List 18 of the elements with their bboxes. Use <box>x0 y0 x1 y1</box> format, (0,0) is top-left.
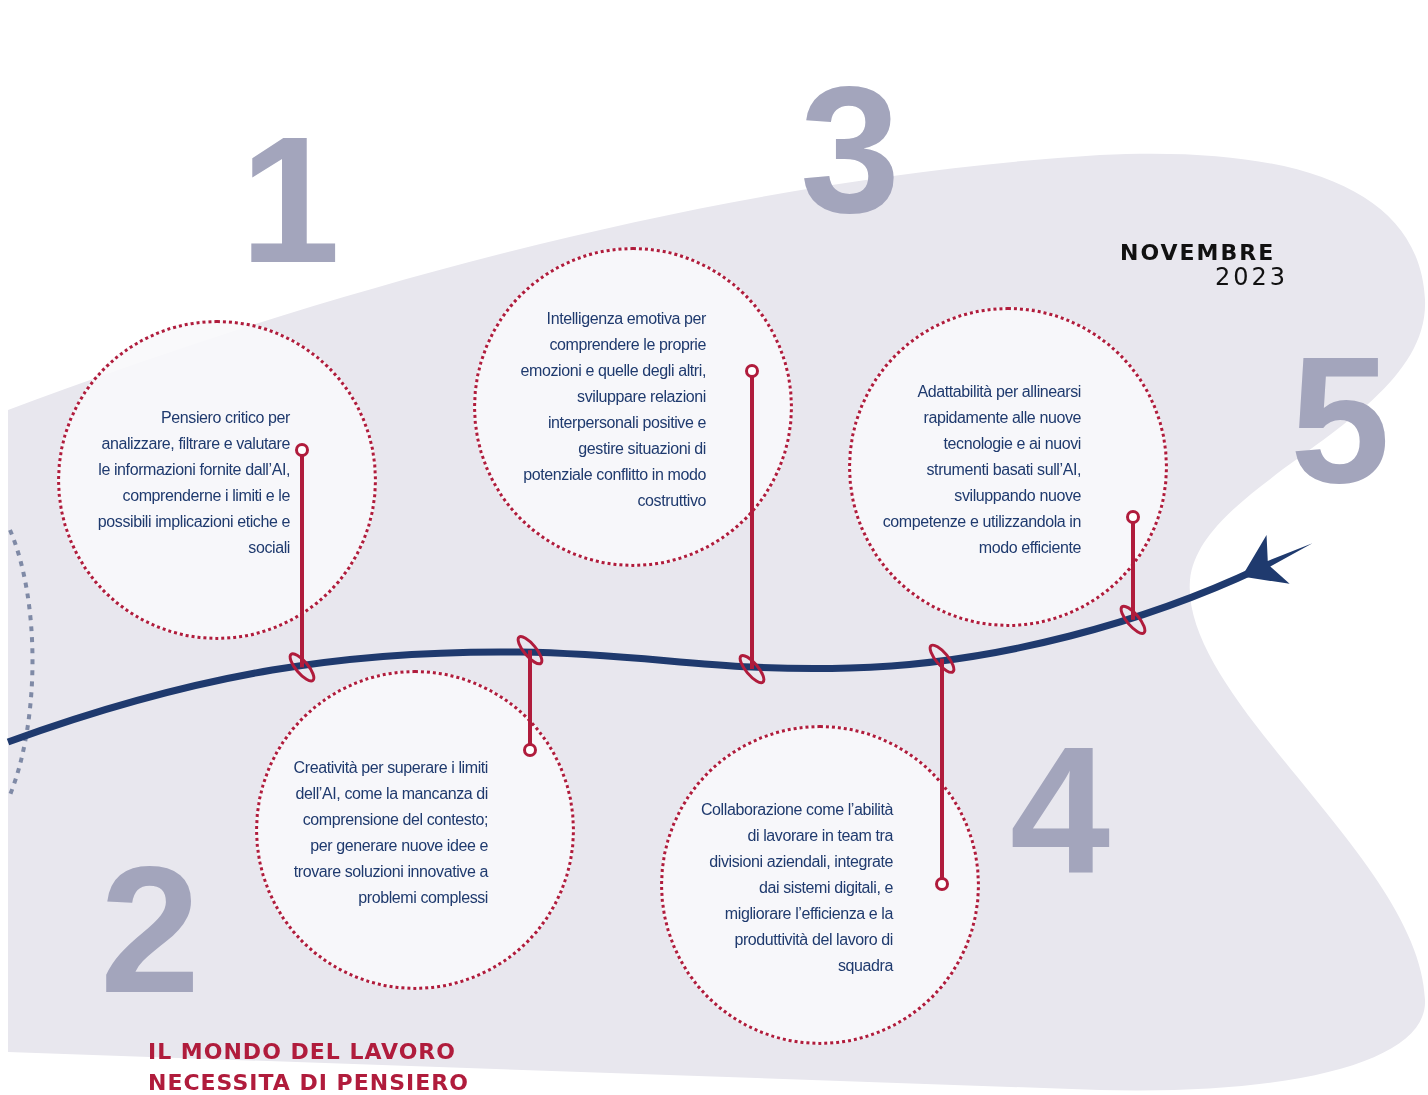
pin-connector <box>1119 510 1147 635</box>
description-text: Adattabilità per allinearsi rapidamente alle nuove tecnologie e ai nuovi strumenti basati sull’AI, sviluppando nuove competenze e utilizzandola in modo efficiente <box>881 382 1081 558</box>
pin-connector <box>288 443 316 683</box>
title: IL MONDO DEL LAVORO NECESSITA DI PENSIERO <box>148 1038 470 1095</box>
step-number: 5 <box>1290 330 1391 510</box>
pin-connector <box>516 635 544 757</box>
description-text: Intelligenza emotiva per comprendere le proprie emozioni e quelle degli altri, sviluppare relazioni interpersonali positive e gestire situazioni di potenziale conflitto in modo costruttivo <box>519 309 706 511</box>
description-text: Pensiero critico per analizzare, filtrare e valutare le informazioni fornite dall’AI, comprenderne i limiti e le possibili implicazioni etiche e sociali <box>96 408 290 558</box>
pin-connector <box>928 643 956 891</box>
step-number: 4 <box>1010 720 1111 900</box>
description-text: Creatività per superare i limiti dell’AI, come la mancanza di comprensione del contesto; per generare nuove idee e trovare soluzioni innovative a problemi complessi <box>292 758 488 908</box>
month-label: NOVEMBRE <box>1120 240 1276 265</box>
step-number: 1 <box>240 110 341 290</box>
pin-connector <box>738 364 766 685</box>
step-number: 3 <box>800 60 901 240</box>
description-text: Collaborazione come l’abilità di lavorare in team tra divisioni aziendali, integrate dai sistemi digitali, e migliorare l’efficienza e la produttività del lavoro di squadra <box>699 800 893 976</box>
year-label: 2023 <box>1215 263 1289 291</box>
step-number: 2 <box>100 840 201 1020</box>
